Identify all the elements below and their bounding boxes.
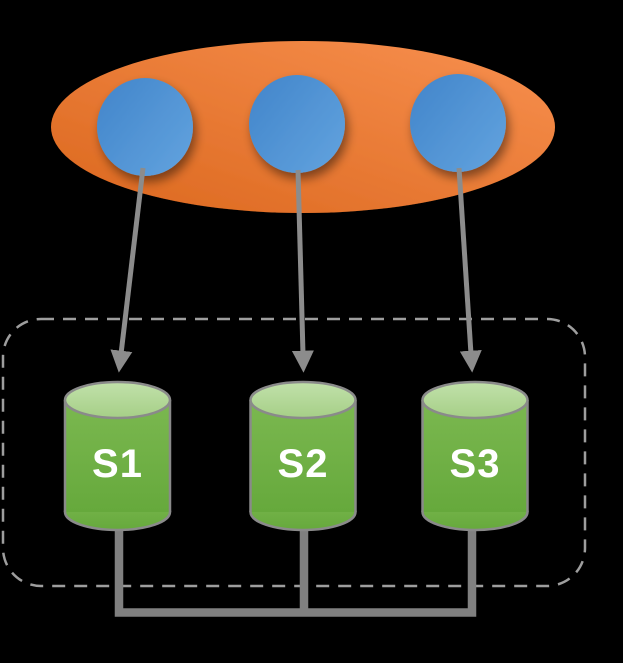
replica-group-dashed-border [1, 317, 587, 588]
arrow-node2-to-s2 [291, 169, 314, 373]
server-cylinder-s3: S3 [421, 380, 529, 532]
cylinder-top-cap [63, 380, 172, 420]
server-label-s3: S3 [450, 442, 501, 486]
server-cylinder-s1: S1 [63, 380, 172, 532]
arrow-node3-to-s3 [456, 167, 482, 373]
cylinder-top-cap [421, 380, 529, 420]
node-circle-2 [249, 75, 345, 173]
arrow-node1-to-s1 [110, 167, 146, 373]
server-bus-connector [114, 515, 477, 617]
server-label-s1: S1 [92, 442, 143, 486]
server-cylinder-s2: S2 [249, 380, 357, 532]
node-circle-1 [97, 78, 193, 176]
node-circle-3 [410, 74, 506, 172]
cylinder-top-cap [249, 380, 357, 420]
server-label-s2: S2 [278, 442, 329, 486]
